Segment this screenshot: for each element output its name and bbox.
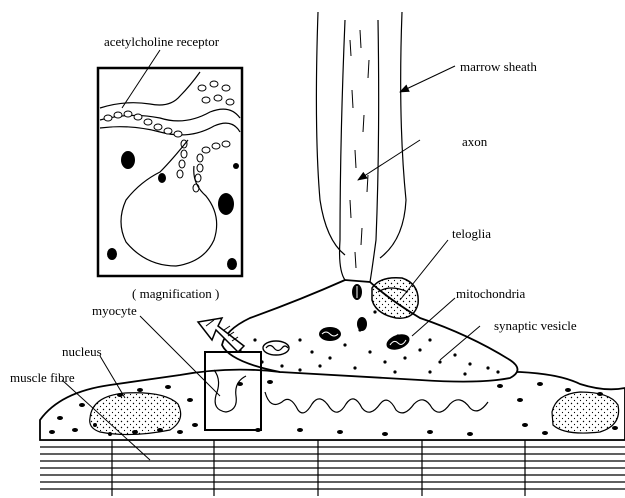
magnification-inset: [98, 68, 242, 276]
label-teloglia: teloglia: [452, 226, 491, 241]
axon: [340, 20, 379, 282]
label-magnification: ( magnification ): [132, 286, 219, 301]
label-axon: axon: [462, 134, 488, 149]
label-marrow-sheath: marrow sheath: [460, 59, 537, 74]
label-nucleus: nucleus: [62, 344, 102, 359]
label-synaptic-vesicle: synaptic vesicle: [494, 318, 577, 333]
label-mitochondria: mitochondria: [456, 286, 526, 301]
label-muscle-fibre: muscle fibre: [10, 370, 75, 385]
label-myocyte: myocyte: [92, 303, 137, 318]
muscle-fibre-striations: [40, 440, 625, 496]
marrow-sheath: [316, 12, 406, 258]
label-acetylcholine-receptor: acetylcholine receptor: [104, 34, 220, 49]
